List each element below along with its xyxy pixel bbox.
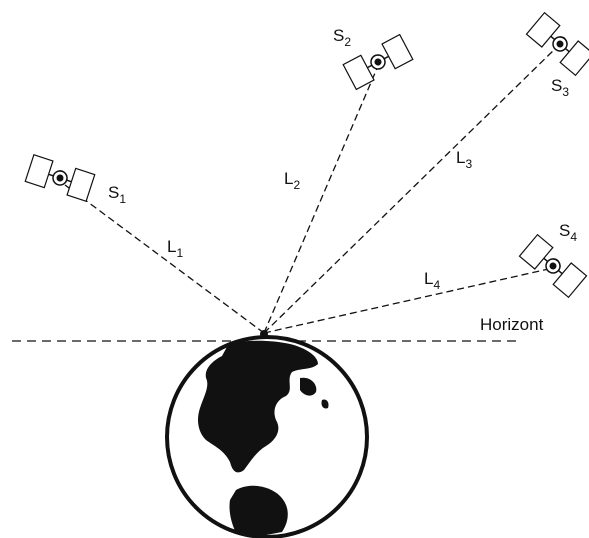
line-label-1: L1: [167, 237, 183, 260]
satellite-icon: [342, 33, 414, 91]
line-label-3: L3: [456, 148, 472, 171]
observer-point-icon: [260, 330, 268, 338]
satellite-label-1: S1: [108, 183, 126, 206]
satellite-label-4: S4: [559, 221, 577, 244]
sight-line-2: [263, 65, 379, 334]
sight-line-3: [263, 45, 559, 334]
line-label-4: L4: [424, 269, 440, 292]
satellite-label-3: S3: [551, 76, 569, 99]
line-label-2: L2: [284, 169, 300, 192]
satellite-icon: [518, 233, 588, 299]
satellite-icon: [24, 154, 96, 202]
sight-line-4: [263, 267, 554, 334]
horizon-label: Horizont: [480, 315, 544, 334]
sight-line-1: [64, 184, 265, 334]
earth-globe-icon: [165, 335, 369, 538]
satellite-icon: [525, 11, 589, 77]
satellite-label-2: S2: [333, 26, 351, 49]
